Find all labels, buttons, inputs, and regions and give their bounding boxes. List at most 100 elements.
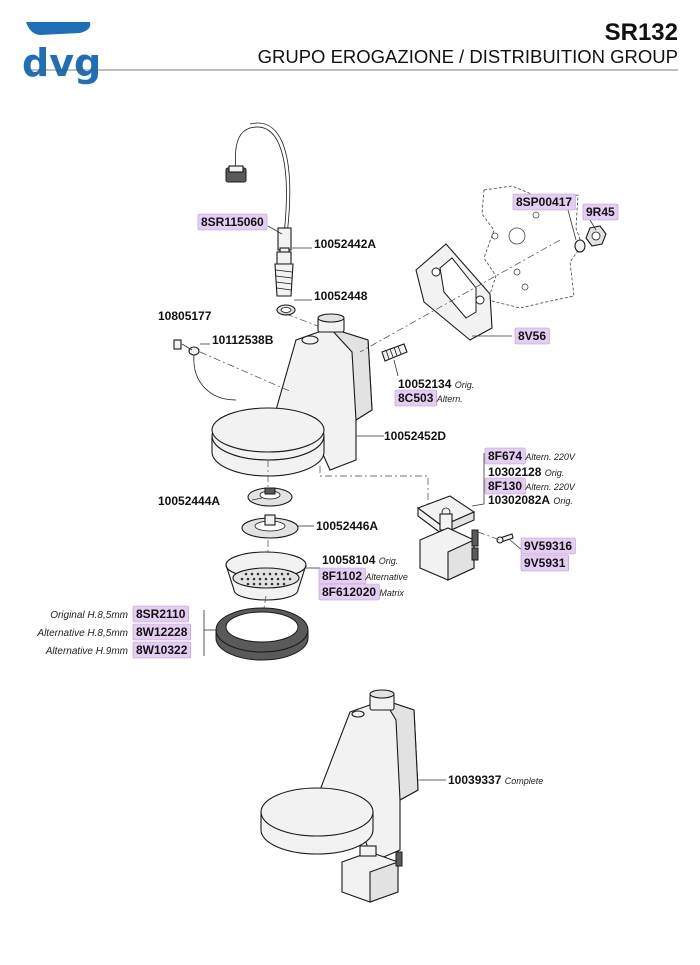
complete-group-drawing: [260, 689, 419, 903]
part-code: 9R45: [586, 205, 615, 219]
part-code: 10052442A: [314, 237, 376, 251]
part-note: Altern.: [436, 394, 463, 404]
part-label-8v56: 8V56: [514, 327, 550, 345]
highlight-box: [132, 623, 191, 641]
highlight-box: [484, 477, 526, 495]
part-label-10052446a: 10052446A: [316, 519, 378, 533]
part-note: Complete: [505, 776, 544, 786]
part-label-10052444a: 10052444A: [158, 494, 220, 508]
part-code: 10052452D: [384, 429, 446, 443]
highlight-box: [132, 605, 190, 623]
part-code: 10058104: [322, 553, 376, 567]
part-note: Matrix: [379, 588, 404, 598]
part-code: 8F674: [488, 449, 522, 463]
part-code: 10052444A: [158, 494, 220, 508]
flange-plate-drawing: [415, 243, 493, 341]
part-note: Orig.: [545, 468, 565, 478]
part-note: Altern. 220V: [524, 452, 576, 462]
part-code: 10052134: [398, 377, 452, 391]
variant-label: Alternative H.9mm: [45, 646, 128, 657]
model-code: SR132: [605, 19, 678, 46]
part-note: Orig.: [553, 496, 573, 506]
highlight-box: [512, 193, 576, 211]
solenoid-valve-drawing: [416, 495, 479, 581]
part-code: 8W12228: [136, 625, 188, 639]
part-label-10052452d: 10052452D: [384, 429, 446, 443]
part-code: 10112538B: [212, 333, 274, 347]
sensor-probe-drawing: [274, 251, 294, 297]
part-label-10805177: 10805177: [158, 309, 212, 323]
part-label-10112538b: 10112538B: [212, 333, 274, 347]
dvg-logo: dvg: [22, 22, 101, 85]
part-note: Alternative: [364, 572, 408, 582]
highlight-box: [394, 389, 437, 407]
highlight-box: [514, 327, 550, 345]
highlight-box: [197, 213, 268, 231]
stud-bolt-drawing: [381, 343, 408, 362]
part-code: 8SP00417: [516, 195, 572, 209]
part-label-8sr2110: 8SR2110 Original H.8,5mm: [50, 605, 190, 623]
diffuser-drawing: [247, 487, 293, 507]
part-label-10052442a: 10052442A: [314, 237, 376, 251]
part-code: 10052446A: [316, 519, 378, 533]
part-code: 10302082A: [488, 493, 550, 507]
part-label-9r45: 9R45: [582, 203, 619, 221]
brand-text: dvg: [22, 41, 101, 85]
cup-icon: [26, 22, 91, 35]
part-label-10052448: 10052448: [314, 289, 368, 303]
part-code: 10805177: [158, 309, 212, 323]
washer-drawing: [574, 239, 586, 253]
part-label-9v59316: 9V59316: [520, 537, 576, 555]
part-note: Orig.: [379, 556, 399, 566]
part-note: Altern. 220V: [524, 482, 576, 492]
highlight-box: [132, 641, 191, 659]
part-code: 9V59316: [524, 539, 572, 553]
part-code: 8SR2110: [136, 607, 186, 621]
highlight-box: [484, 447, 526, 465]
part-code: 8F1102: [322, 569, 362, 583]
part-label-8sp00417: 8SP00417: [512, 193, 576, 211]
highlight-box: [318, 583, 380, 601]
part-code: 8V56: [518, 329, 546, 343]
part-code: 10302128: [488, 465, 542, 479]
part-code: 8W10322: [136, 643, 188, 657]
part-label-8w10322: 8W10322 Alternative H.9mm: [45, 641, 191, 659]
part-code: 8F612020: [322, 585, 376, 599]
screw-and-lug-drawing: [173, 339, 237, 401]
part-labels: 8SR115060 10052442A 10052448 10805177101125…: [36, 193, 619, 787]
part-label-9v5931: 9V5931: [520, 554, 569, 572]
part-code: 8C503: [398, 391, 434, 405]
part-code: 10052448: [314, 289, 368, 303]
leader-lines: [181, 209, 597, 781]
assembly-axes: [199, 239, 561, 609]
shower-screen-drawing: [225, 551, 307, 601]
part-note: Orig.: [455, 380, 475, 390]
highlight-box: [520, 554, 569, 572]
part-code: 8SR115060: [201, 215, 264, 229]
part-code: 9V5931: [524, 556, 566, 570]
part-code: 10039337: [448, 773, 502, 787]
part-label-8sr115060: 8SR115060: [197, 213, 268, 231]
part-code: 8F130: [488, 479, 522, 493]
part-label-8w12228: 8W12228 Alternative H.8,5mm: [36, 623, 191, 641]
valve-screw-drawing: [496, 533, 514, 544]
group-gasket-drawing: [215, 607, 309, 661]
variant-label: Alternative H.8,5mm: [36, 628, 128, 639]
screw-washer-drawing: [241, 514, 299, 539]
highlight-box: [582, 203, 619, 221]
page-title: GRUPO EROGAZIONE / DISTRIBUITION GROUP: [258, 46, 678, 67]
wire-assembly-drawing: [225, 122, 292, 255]
gasket-plate-drawing: [481, 185, 583, 309]
variant-label: Original H.8,5mm: [50, 610, 128, 621]
